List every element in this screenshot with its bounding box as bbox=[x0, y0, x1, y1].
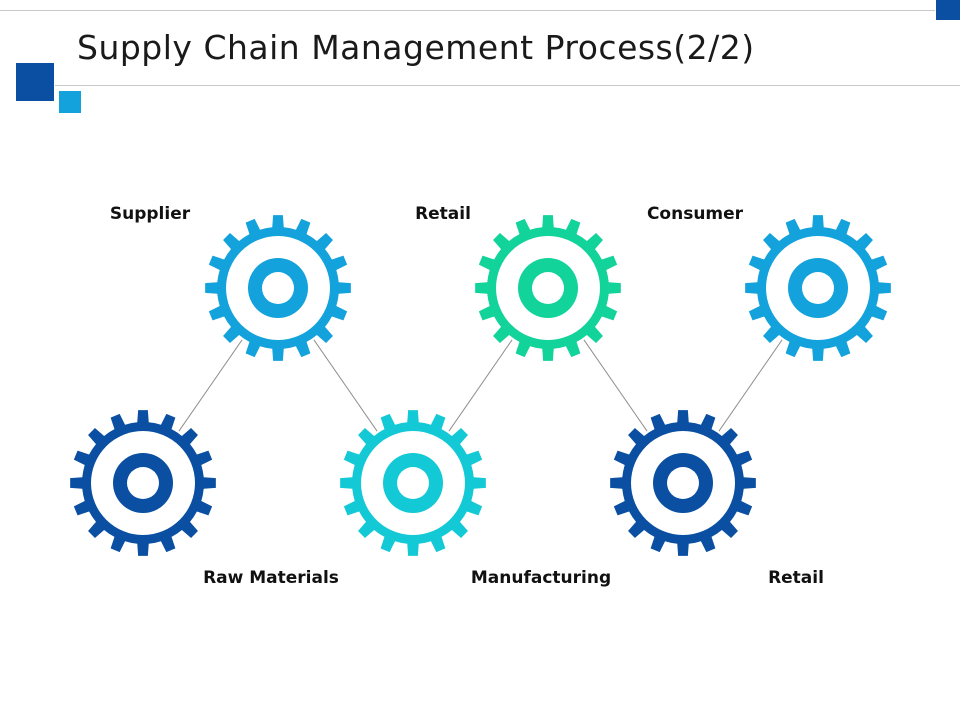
connectors bbox=[178, 339, 783, 432]
connector-line bbox=[448, 339, 513, 432]
accent-square-small bbox=[59, 91, 81, 113]
gear-icon bbox=[70, 410, 216, 556]
connector-line bbox=[313, 339, 378, 432]
gear-icon bbox=[475, 215, 621, 361]
stage-label: Supplier bbox=[109, 204, 191, 224]
gear-hole bbox=[127, 467, 159, 499]
stage-label: Consumer bbox=[646, 204, 744, 224]
gear-hole bbox=[262, 272, 294, 304]
stage-label: Retail bbox=[415, 204, 471, 224]
gear-hole bbox=[802, 272, 834, 304]
header-top-rule bbox=[0, 10, 935, 11]
gear-hole bbox=[397, 467, 429, 499]
connector-line bbox=[583, 339, 648, 432]
connector-line bbox=[718, 339, 783, 432]
corner-square-top-right bbox=[936, 0, 960, 20]
page-title: Supply Chain Management Process(2/2) bbox=[77, 28, 755, 67]
header-bottom-rule bbox=[55, 85, 960, 86]
stage-label: Raw Materials bbox=[203, 568, 339, 588]
stage-label: Retail bbox=[768, 568, 824, 588]
gear-icon bbox=[340, 410, 486, 556]
gears bbox=[70, 215, 891, 556]
gear-icon bbox=[205, 215, 351, 361]
connector-line bbox=[178, 339, 243, 432]
gear-icon bbox=[610, 410, 756, 556]
gear-icon bbox=[745, 215, 891, 361]
stage-label: Manufacturing bbox=[470, 568, 612, 588]
gear-hole bbox=[667, 467, 699, 499]
accent-square-large bbox=[16, 63, 54, 101]
gear-hole bbox=[532, 272, 564, 304]
